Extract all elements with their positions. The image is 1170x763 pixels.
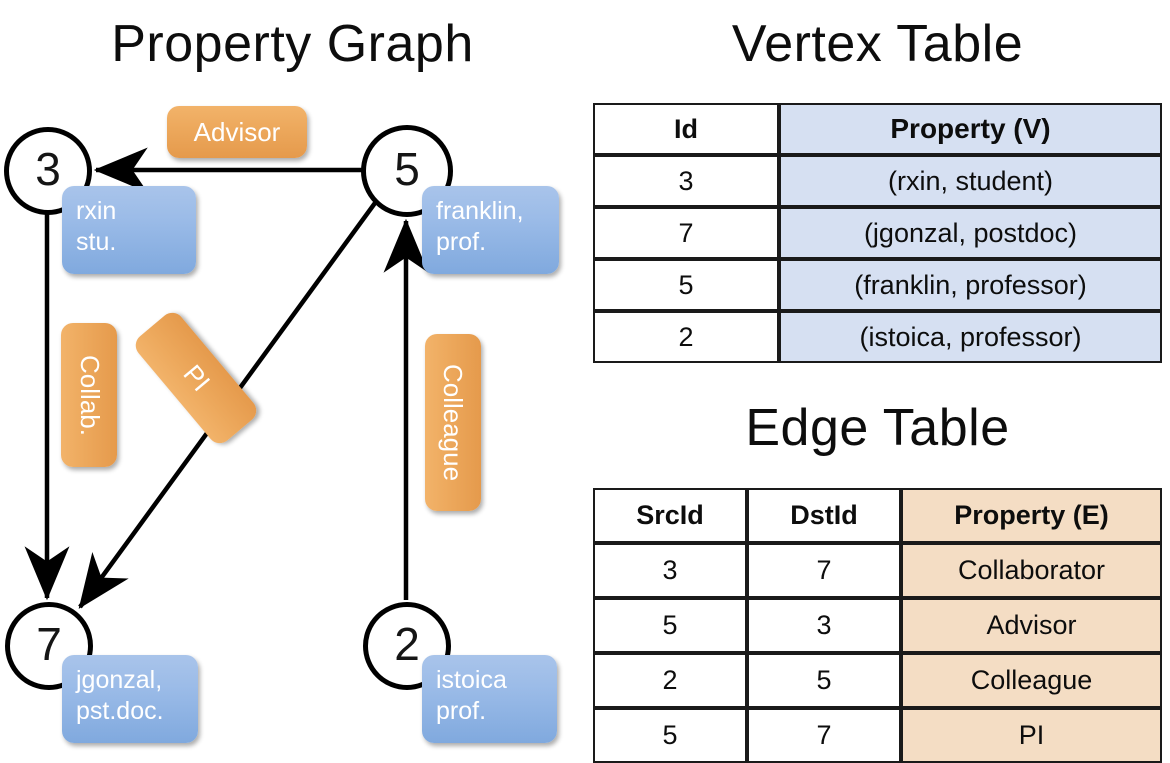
vertex-node-5[interactable]: 5 <box>361 125 453 217</box>
table-row: 2 (istoica, professor) <box>593 311 1162 363</box>
vertex-row-1-id: 7 <box>593 207 779 259</box>
vertex-table-header-id: Id <box>593 103 779 155</box>
edge-row-3-src: 5 <box>593 708 747 763</box>
page-title-vertex-table: Vertex Table <box>731 15 1024 73</box>
table-row: 5 3 Advisor <box>593 598 1162 653</box>
edge-label-colleague-text: Colleague <box>438 363 469 482</box>
vertex-row-0-id: 3 <box>593 155 779 207</box>
page-title-edge-table: Edge Table <box>745 399 1010 457</box>
vertex-row-2-property: (franklin, professor) <box>779 259 1162 311</box>
vertex-node-7-label: 7 <box>36 618 62 670</box>
property-box-franklin: franklin, prof. <box>422 186 559 274</box>
vertex-table-header-property: Property (V) <box>779 103 1162 155</box>
edge-row-2-dst: 5 <box>747 653 901 708</box>
property-box-jgonzal: jgonzal, pst.doc. <box>62 655 198 743</box>
vertex-node-5-label: 5 <box>394 143 420 195</box>
edge-table-header-dstid: DstId <box>747 488 901 543</box>
edge-label-advisor-text: Advisor <box>193 116 281 147</box>
vertex-table: Id Property (V) 3 (rxin, student) 7 (jgo… <box>593 103 1162 363</box>
table-row: 5 7 PI <box>593 708 1162 763</box>
vertex-node-2[interactable]: 2 <box>363 602 451 690</box>
vertex-row-3-id: 2 <box>593 311 779 363</box>
edge-row-0-src: 3 <box>593 543 747 598</box>
vertex-row-0-property: (rxin, student) <box>779 155 1162 207</box>
edge-label-advisor: Advisor <box>167 106 307 158</box>
edge-row-1-property: Advisor <box>901 598 1162 653</box>
edge-label-collab: Collab. <box>61 323 117 467</box>
table-row: 5 (franklin, professor) <box>593 259 1162 311</box>
edge-table: SrcId DstId Property (E) 3 7 Collaborato… <box>593 488 1162 763</box>
table-row: 3 (rxin, student) <box>593 155 1162 207</box>
vertex-row-2-id: 5 <box>593 259 779 311</box>
edge-label-pi-text: PI <box>176 358 216 397</box>
table-row: 2 5 Colleague <box>593 653 1162 708</box>
property-box-rxin: rxin stu. <box>62 186 196 274</box>
edge-label-collab-text: Collab. <box>74 354 105 436</box>
property-box-istoica: istoica prof. <box>422 655 557 743</box>
vertex-table-header-row: Id Property (V) <box>593 103 1162 155</box>
vertex-row-3-property: (istoica, professor) <box>779 311 1162 363</box>
vertex-node-3-label: 3 <box>35 143 61 195</box>
edge-row-1-dst: 3 <box>747 598 901 653</box>
edge-row-1-src: 5 <box>593 598 747 653</box>
edge-row-2-src: 2 <box>593 653 747 708</box>
edge-table-header-row: SrcId DstId Property (E) <box>593 488 1162 543</box>
edge-row-0-dst: 7 <box>747 543 901 598</box>
table-row: 7 (jgonzal, postdoc) <box>593 207 1162 259</box>
edge-table-header-srcid: SrcId <box>593 488 747 543</box>
table-row: 3 7 Collaborator <box>593 543 1162 598</box>
edge-row-3-property: PI <box>901 708 1162 763</box>
edge-row-0-property: Collaborator <box>901 543 1162 598</box>
page-title-property-graph: Property Graph <box>111 15 474 73</box>
property-graph-panel: Property Graph 3 5 7 2 rxin stu. frankli… <box>0 0 585 760</box>
vertex-row-1-property: (jgonzal, postdoc) <box>779 207 1162 259</box>
edge-row-2-property: Colleague <box>901 653 1162 708</box>
edge-table-header-property: Property (E) <box>901 488 1162 543</box>
edge-label-colleague: Colleague <box>425 334 481 511</box>
vertex-node-2-label: 2 <box>394 618 420 670</box>
edge-row-3-dst: 7 <box>747 708 901 763</box>
